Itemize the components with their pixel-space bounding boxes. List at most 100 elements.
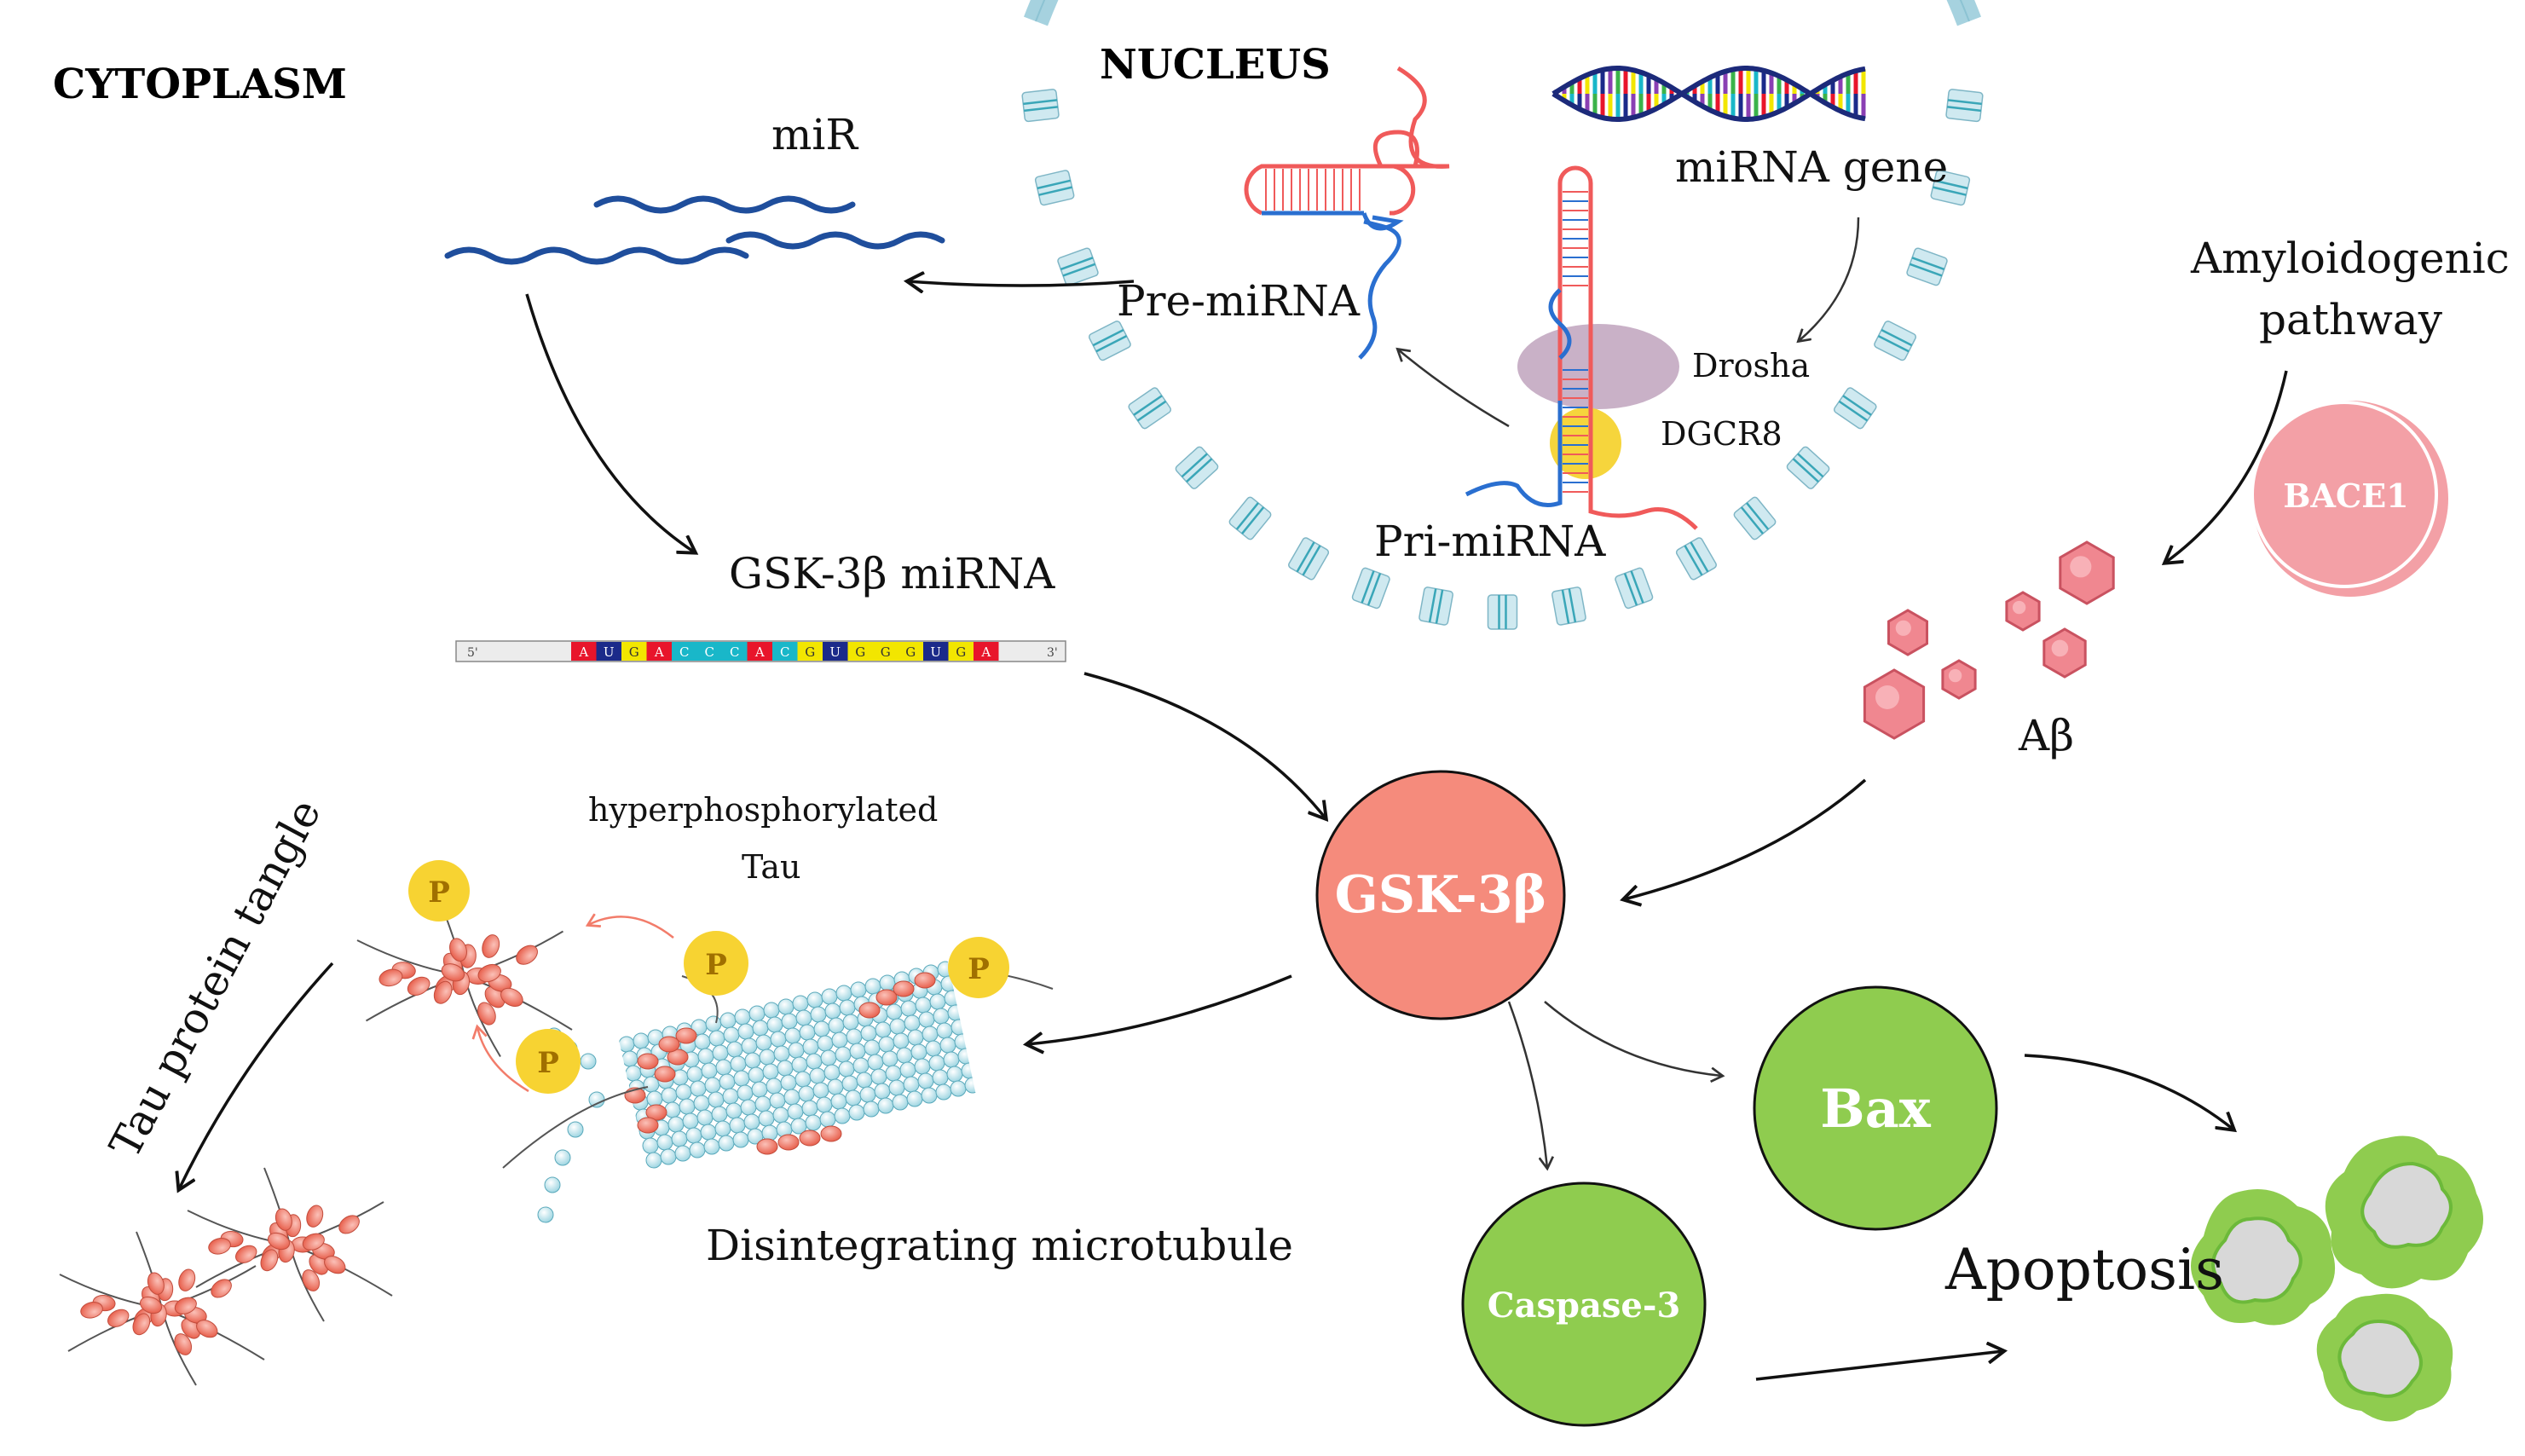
tubulin-bead	[554, 1149, 571, 1166]
arrow-pre-to-mir	[908, 281, 1135, 286]
arrow-pri-to-pre	[1398, 350, 1510, 428]
sequence-base	[646, 642, 672, 661]
tau-bead	[477, 1002, 496, 1026]
pre-mirna-label: Pre-miRNA	[1117, 276, 1361, 326]
sequence-base	[672, 642, 697, 661]
dna-helix-icon	[1551, 66, 1866, 122]
nuclear-pore	[1675, 537, 1717, 581]
tau-tangle-label: Tau protein tangle	[100, 791, 330, 1165]
nuclear-pore	[1615, 567, 1654, 610]
sequence-base-letter: G	[881, 644, 891, 660]
hyperphos-label-line2: Tau	[742, 848, 801, 886]
tau-bead	[645, 1104, 667, 1121]
tubulin-bead	[567, 1121, 584, 1138]
nuclear-pore	[1419, 586, 1453, 626]
bace1-label: BACE1	[2283, 477, 2408, 515]
nuclear-pore	[1021, 89, 1060, 123]
sequence-base-letter: G	[629, 644, 639, 660]
arrow-gsk3b-to-caspase3	[1507, 1001, 1547, 1168]
tau-bead	[267, 1232, 291, 1251]
sequence-base-letter: G	[905, 644, 916, 660]
nuclear-membrane	[1021, 0, 1984, 630]
arrow-tau-to-tangle	[179, 962, 334, 1189]
sequence-base-letter: C	[679, 644, 689, 660]
bax-node: Bax	[1753, 985, 1998, 1231]
nuclear-pore	[1833, 387, 1877, 430]
sequence-base	[847, 642, 873, 661]
sequence-base	[797, 642, 823, 661]
nucleus-label: NUCLEUS	[1100, 41, 1331, 89]
tau-bead	[858, 1002, 881, 1019]
phosphate-badge-3: P	[948, 937, 1009, 998]
tau-bead	[235, 1245, 257, 1263]
nuclear-pore	[1288, 537, 1330, 581]
svg-text:P: P	[537, 1046, 559, 1080]
nuclear-pore	[1786, 446, 1830, 489]
sequence-base-letter: C	[780, 644, 789, 660]
sequence-base	[948, 642, 974, 661]
sequence-base-letter: A	[754, 644, 765, 660]
tau-bead	[80, 1302, 103, 1319]
tau-bead	[820, 1125, 842, 1142]
tau-bead	[178, 1268, 196, 1291]
sequence-base-letter: G	[956, 644, 966, 660]
sequence-base-letter: A	[980, 644, 991, 660]
tau-bead	[107, 1309, 130, 1327]
pre-mirna-hairpin	[1244, 66, 1450, 360]
nuclear-pore	[1551, 586, 1586, 626]
tau-bead	[302, 1269, 321, 1291]
apoptotic-cells-icon	[2191, 1135, 2483, 1422]
arrow-gsk3b-to-microtubule	[1027, 974, 1292, 1044]
nuclear-pore	[1351, 567, 1390, 610]
nuclear-pore	[1930, 170, 1971, 206]
tubulin-bead	[588, 1091, 605, 1108]
tau-bead	[667, 1049, 689, 1066]
tau-bead	[482, 934, 500, 958]
tubulin-bead	[537, 1206, 554, 1223]
abeta-label: Aβ	[2018, 711, 2074, 760]
tau-bead	[338, 1215, 360, 1234]
tau-bead	[378, 968, 403, 987]
tau-bead	[132, 1313, 151, 1336]
phosphate-badge-1: P	[408, 860, 470, 922]
tau-bead	[208, 1238, 231, 1255]
gsk3b-node: GSK-3β	[1315, 770, 1566, 1020]
tau-bead	[139, 1296, 163, 1314]
sequence-base	[873, 642, 898, 661]
nuclear-pore	[1733, 496, 1777, 540]
sequence-base-letter: C	[705, 644, 714, 660]
arrow-caspase3-to-apoptosis	[1755, 1351, 2003, 1381]
amyloidogenic-label-line2: pathway	[2259, 295, 2443, 344]
five-prime-label: 5'	[467, 646, 478, 660]
sequence-base-letter: A	[578, 644, 588, 660]
phosphate-badge-2: P	[684, 931, 748, 996]
tau-bead	[516, 945, 538, 965]
arrow-gsk3b-to-bax	[1544, 1001, 1722, 1076]
arrow-mir-to-gsk-mirna	[525, 293, 695, 552]
sequence-base-letter: G	[855, 644, 865, 660]
tau-bead	[407, 976, 430, 996]
hyperphosphorylated-tau-cluster	[356, 895, 573, 1058]
mirna-gene-label: miRNA gene	[1675, 142, 1948, 192]
phosphorylation-arrow-1	[588, 916, 674, 939]
tau-bead	[449, 938, 467, 962]
nuclear-pore	[1128, 387, 1172, 430]
nuclear-pore	[1034, 170, 1075, 206]
caspase3-node: Caspase-3	[1461, 1182, 1707, 1427]
amyloidogenic-label-line1: Amyloidogenic	[2190, 234, 2510, 283]
tau-bead	[637, 1053, 659, 1070]
gsk-mirna-label: GSK-3β miRNA	[729, 549, 1055, 598]
nuclear-pore	[1175, 446, 1219, 489]
tubulin-bead	[544, 1176, 561, 1193]
tau-bead	[174, 1297, 197, 1314]
sequence-base	[923, 642, 949, 661]
gsk3b-label: GSK-3β	[1335, 865, 1547, 925]
tau-bead	[433, 980, 453, 1004]
sequence-base	[621, 642, 647, 661]
tau-bead	[324, 1256, 346, 1274]
sequence-base-letter: A	[654, 644, 664, 660]
pri-mirna-hairpin	[1465, 165, 1698, 530]
tau-bead	[477, 963, 501, 983]
